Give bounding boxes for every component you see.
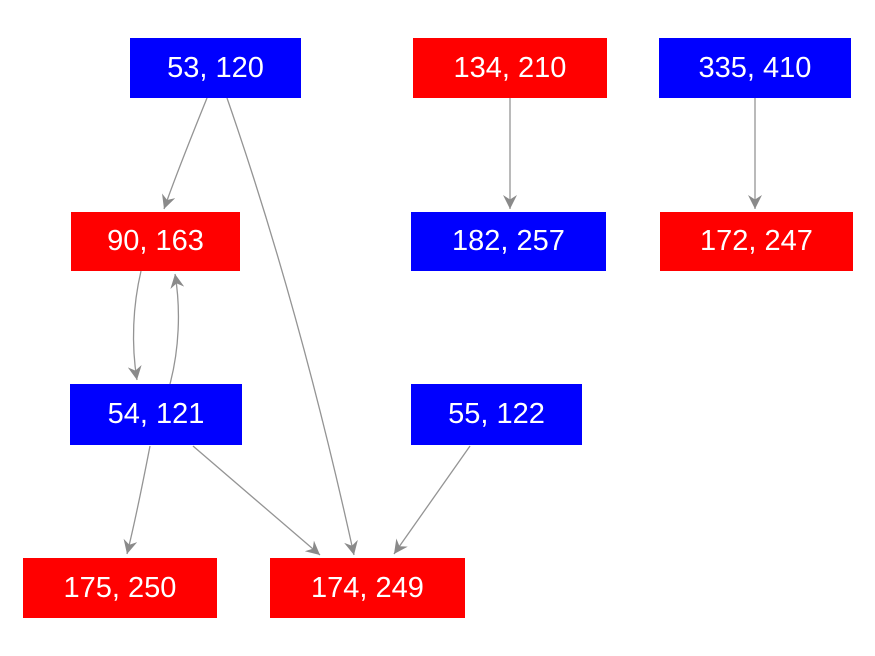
graph-node-134-210: 134, 210 xyxy=(413,38,607,98)
graph-node-175-250: 175, 250 xyxy=(23,558,217,618)
graph-node-172-247: 172, 247 xyxy=(660,212,853,271)
edge-54-121-to-174-249 xyxy=(192,445,321,556)
edge-53-120-to-90-163 xyxy=(162,97,208,210)
graph-node-182-257: 182, 257 xyxy=(411,212,606,271)
edge-54-121-to-90-163 xyxy=(169,273,185,385)
graph-node-335-410: 335, 410 xyxy=(659,38,851,98)
edge-54-121-to-175-250 xyxy=(123,445,151,555)
edge-55-122-to-174-249 xyxy=(393,445,471,555)
graph-node-90-163: 90, 163 xyxy=(71,212,240,271)
graph-node-54-121: 54, 121 xyxy=(70,384,242,445)
graph-node-55-122: 55, 122 xyxy=(411,384,582,445)
graph-node-174-249: 174, 249 xyxy=(270,558,465,618)
edge-53-120-to-174-249 xyxy=(226,97,358,556)
graph-node-53-120: 53, 120 xyxy=(130,38,301,98)
edge-90-163-to-54-121 xyxy=(127,270,142,381)
